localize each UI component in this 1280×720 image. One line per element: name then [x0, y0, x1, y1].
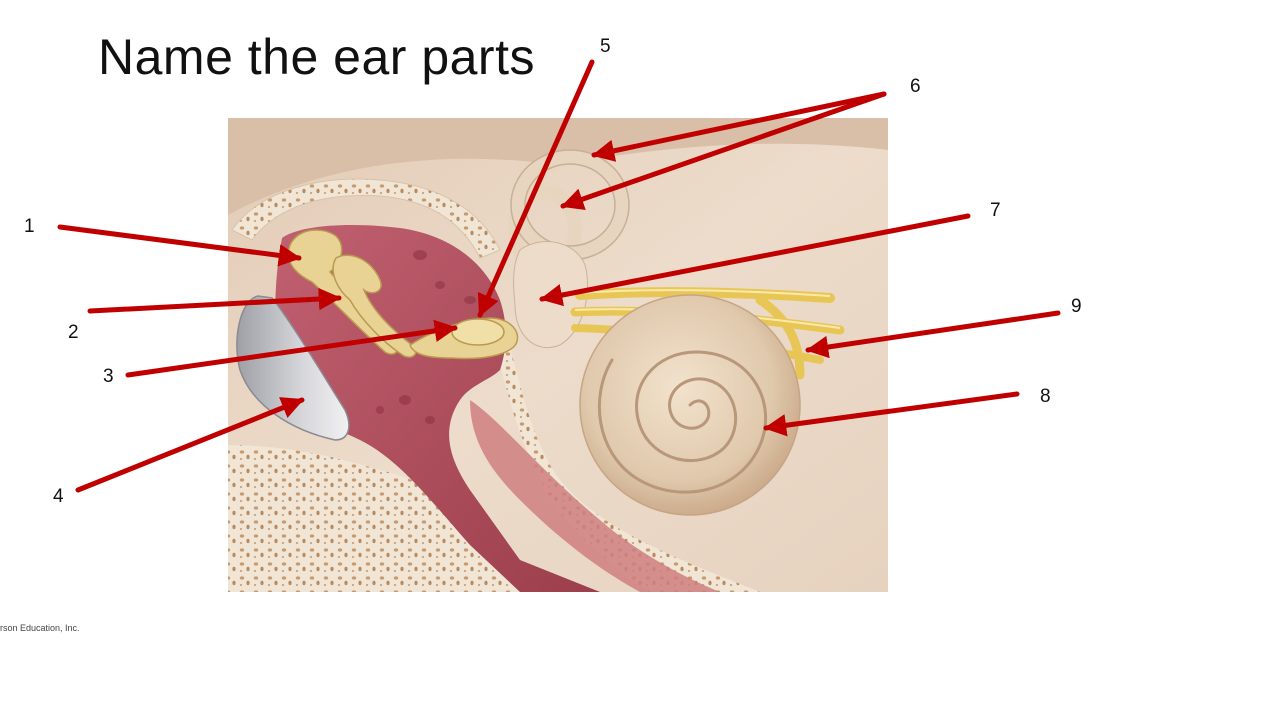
image-credit: rson Education, Inc.	[0, 623, 80, 633]
label-3: 3	[103, 366, 114, 387]
label-6: 6	[910, 76, 921, 97]
label-8: 8	[1040, 386, 1051, 407]
label-1: 1	[24, 216, 35, 237]
cochlea	[580, 295, 800, 515]
label-7: 7	[990, 200, 1001, 221]
label-2: 2	[68, 322, 79, 343]
label-4: 4	[53, 486, 64, 507]
ear-illustration	[228, 118, 888, 592]
label-9: 9	[1071, 296, 1082, 317]
label-5: 5	[600, 36, 611, 57]
